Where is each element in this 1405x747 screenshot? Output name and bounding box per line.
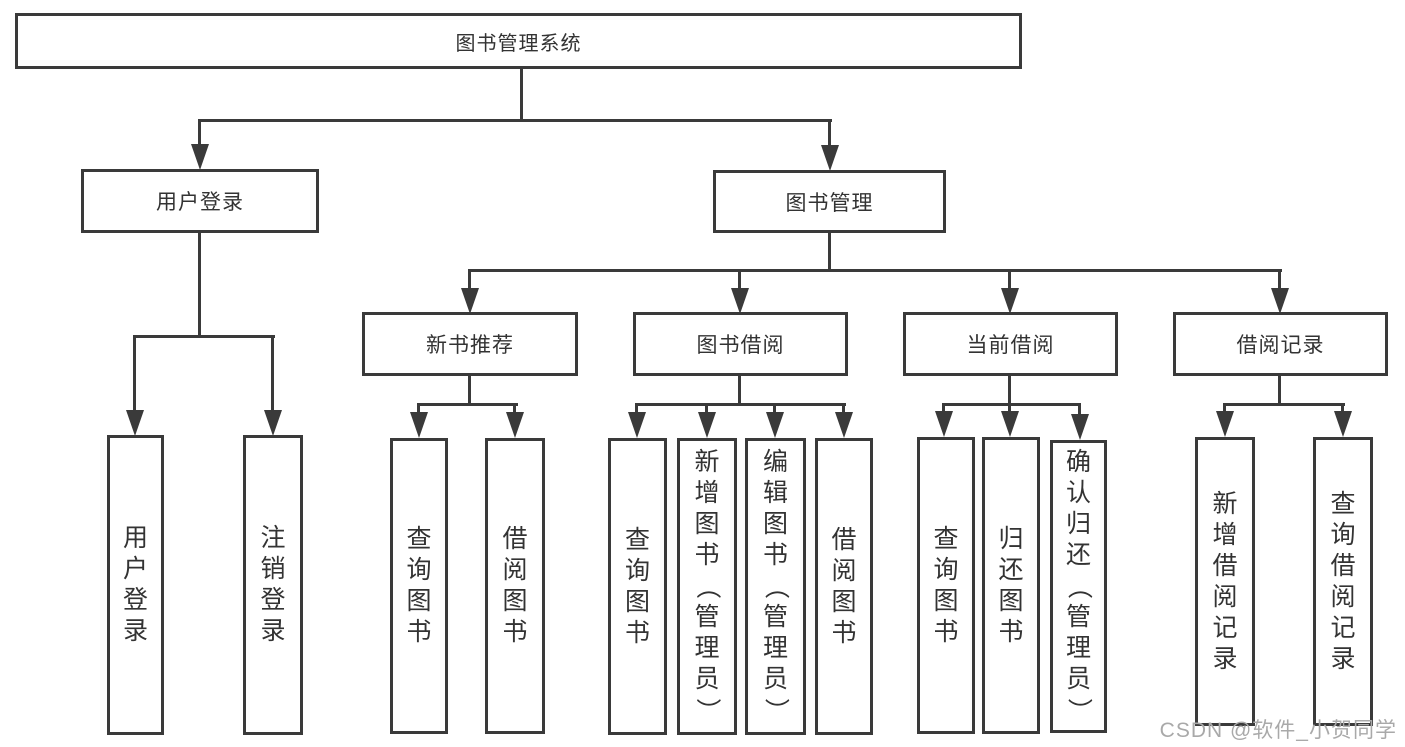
connector-user-login-rail	[133, 335, 275, 338]
connector-drop	[198, 119, 201, 147]
connector-drop	[738, 269, 741, 289]
leaf-borrow-books-1: 借阅图书	[485, 438, 545, 734]
node-book-management: 图书管理	[713, 170, 946, 233]
connector-drop	[942, 403, 945, 415]
connector-drop	[1223, 403, 1226, 415]
arrow-down-icon	[698, 412, 716, 438]
connector-drop	[133, 335, 136, 411]
node-user-login: 用户登录	[81, 169, 319, 233]
arrow-down-icon	[461, 288, 479, 314]
connector-stem	[1008, 376, 1011, 406]
arrow-down-icon	[766, 412, 784, 438]
arrow-down-icon	[1216, 411, 1234, 437]
arrow-down-icon	[126, 410, 144, 436]
arrow-down-icon	[410, 412, 428, 438]
arrow-down-icon	[1071, 414, 1089, 440]
arrow-down-icon	[731, 288, 749, 314]
csdn-watermark: CSDN @软件_小贺同学	[1159, 719, 1397, 742]
connector-user-login-stem	[198, 233, 201, 338]
connector-drop	[468, 269, 471, 289]
leaf-query-books-1: 查询图书	[390, 438, 448, 734]
node-current-borrow: 当前借阅	[903, 312, 1118, 376]
leaf-query-borrow-record: 查询借阅记录	[1313, 437, 1373, 726]
connector-drop	[1008, 269, 1011, 289]
node-book-borrow: 图书借阅	[633, 312, 848, 376]
connector-level2-rail	[198, 119, 832, 122]
leaf-add-books-admin: 新增图书（管理员）	[677, 438, 737, 735]
connector-drop	[828, 119, 831, 147]
node-new-book-recommend: 新书推荐	[362, 312, 578, 376]
connector-drop	[1008, 403, 1011, 415]
arrow-down-icon	[191, 144, 209, 170]
leaf-user-login: 用户登录	[107, 435, 164, 735]
arrow-down-icon	[821, 145, 839, 171]
leaf-return-books: 归还图书	[982, 437, 1040, 734]
connector-drop	[635, 403, 638, 416]
connector-book-mgmt-stem	[828, 233, 831, 272]
connector-drop	[1078, 403, 1081, 418]
leaf-confirm-return-admin: 确认归还（管理员）	[1050, 440, 1107, 733]
connector-drop	[513, 403, 516, 416]
node-borrow-record: 借阅记录	[1173, 312, 1388, 376]
connector-drop	[773, 403, 776, 416]
arrow-down-icon	[264, 410, 282, 436]
connector-rail	[417, 403, 518, 406]
connector-drop	[417, 403, 420, 416]
arrow-down-icon	[628, 412, 646, 438]
arrow-down-icon	[1334, 411, 1352, 437]
connector-drop	[705, 403, 708, 416]
leaf-query-books-3: 查询图书	[917, 437, 975, 734]
connector-stem	[1278, 376, 1281, 406]
leaf-borrow-books-2: 借阅图书	[815, 438, 873, 735]
connector-rail	[1223, 403, 1345, 406]
arrow-down-icon	[835, 412, 853, 438]
connector-drop	[1341, 403, 1344, 415]
connector-root-stem	[520, 69, 523, 122]
connector-stem	[468, 376, 471, 406]
connector-rail	[635, 403, 846, 406]
node-root: 图书管理系统	[15, 13, 1022, 69]
arrow-down-icon	[1271, 288, 1289, 314]
leaf-query-books-2: 查询图书	[608, 438, 667, 735]
connector-stem	[738, 376, 741, 406]
leaf-logout: 注销登录	[243, 435, 303, 735]
connector-level3-rail	[468, 269, 1282, 272]
connector-drop	[1278, 269, 1281, 289]
leaf-add-borrow-record: 新增借阅记录	[1195, 437, 1255, 726]
connector-drop	[271, 335, 274, 411]
arrow-down-icon	[1001, 288, 1019, 314]
arrow-down-icon	[935, 411, 953, 437]
connector-rail	[942, 403, 1081, 406]
arrow-down-icon	[1001, 411, 1019, 437]
leaf-edit-books-admin: 编辑图书（管理员）	[745, 438, 806, 735]
connector-drop	[842, 403, 845, 416]
arrow-down-icon	[506, 412, 524, 438]
